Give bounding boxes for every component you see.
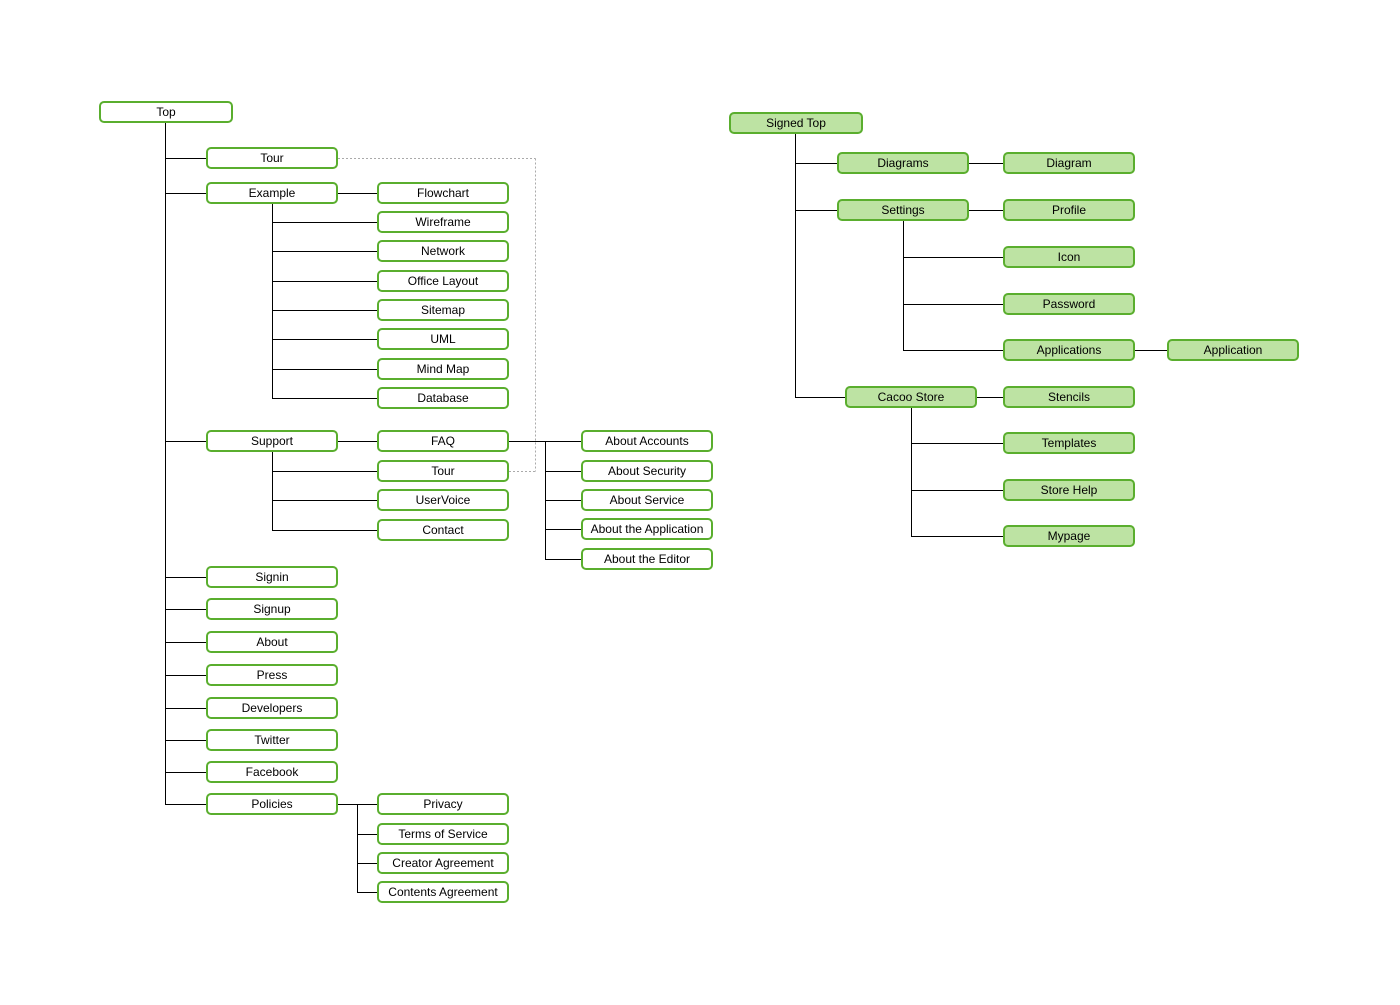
node-signed-top: Signed Top xyxy=(729,112,863,134)
node-network: Network xyxy=(377,240,509,262)
node-twitter: Twitter xyxy=(206,729,338,751)
node-about-security: About Security xyxy=(581,460,713,482)
node-about: About xyxy=(206,631,338,653)
node-signup: Signup xyxy=(206,598,338,620)
node-stencils: Stencils xyxy=(1003,386,1135,408)
node-settings: Settings xyxy=(837,199,969,221)
node-store-help: Store Help xyxy=(1003,479,1135,501)
node-icon: Icon xyxy=(1003,246,1135,268)
node-sitemap: Sitemap xyxy=(377,299,509,321)
node-support-tour: Tour xyxy=(377,460,509,482)
node-example: Example xyxy=(206,182,338,204)
node-office-layout: Office Layout xyxy=(377,270,509,292)
node-contents-agreement: Contents Agreement xyxy=(377,881,509,903)
node-profile: Profile xyxy=(1003,199,1135,221)
node-diagrams: Diagrams xyxy=(837,152,969,174)
node-support: Support xyxy=(206,430,338,452)
node-developers: Developers xyxy=(206,697,338,719)
node-faq: FAQ xyxy=(377,430,509,452)
node-cacoo-store: Cacoo Store xyxy=(845,386,977,408)
node-mind-map: Mind Map xyxy=(377,358,509,380)
node-wireframe: Wireframe xyxy=(377,211,509,233)
node-applications: Applications xyxy=(1003,339,1135,361)
node-about-the-application: About the Application xyxy=(581,518,713,540)
node-contact: Contact xyxy=(377,519,509,541)
node-terms-of-service: Terms of Service xyxy=(377,823,509,845)
node-uml: UML xyxy=(377,328,509,350)
node-mypage: Mypage xyxy=(1003,525,1135,547)
node-tour: Tour xyxy=(206,147,338,169)
node-about-service: About Service xyxy=(581,489,713,511)
node-about-the-editor: About the Editor xyxy=(581,548,713,570)
node-database: Database xyxy=(377,387,509,409)
node-press: Press xyxy=(206,664,338,686)
node-flowchart: Flowchart xyxy=(377,182,509,204)
node-top: Top xyxy=(99,101,233,123)
node-creator-agreement: Creator Agreement xyxy=(377,852,509,874)
node-application: Application xyxy=(1167,339,1299,361)
node-facebook: Facebook xyxy=(206,761,338,783)
node-about-accounts: About Accounts xyxy=(581,430,713,452)
node-templates: Templates xyxy=(1003,432,1135,454)
node-password: Password xyxy=(1003,293,1135,315)
node-privacy: Privacy xyxy=(377,793,509,815)
node-uservoice: UserVoice xyxy=(377,489,509,511)
node-signin: Signin xyxy=(206,566,338,588)
node-diagram: Diagram xyxy=(1003,152,1135,174)
node-policies: Policies xyxy=(206,793,338,815)
